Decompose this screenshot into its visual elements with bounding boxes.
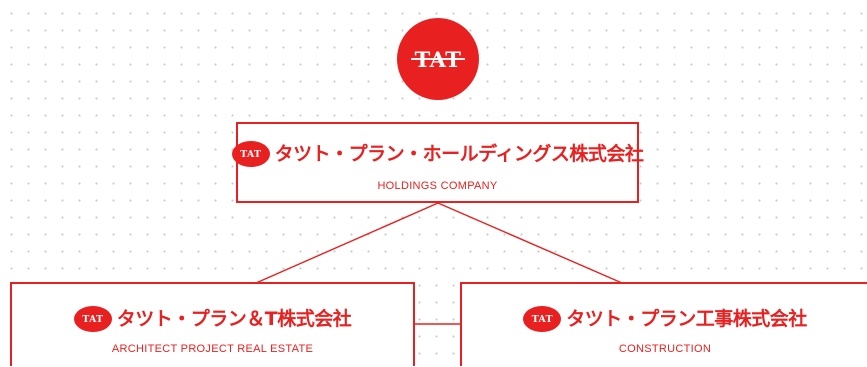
tat-logo-icon: TAT bbox=[523, 306, 562, 332]
architect-company-box: TAT タツト・プラン＆T株式会社 ARCHITECT PROJECT REAL… bbox=[10, 282, 415, 366]
holdings-title-row: TAT タツト・プラン・ホールディングス株式会社 bbox=[231, 141, 644, 167]
architect-company-name: タツト・プラン＆T株式会社 bbox=[116, 307, 352, 330]
tat-logo-text: TAT bbox=[414, 46, 462, 72]
holdings-company-name: タツト・プラン・ホールディングス株式会社 bbox=[274, 142, 644, 165]
connector-holdings-to-construction bbox=[437, 202, 623, 284]
architect-title-row: TAT タツト・プラン＆T株式会社 bbox=[12, 306, 413, 332]
tat-logo-icon-text: TAT bbox=[82, 313, 104, 325]
tat-logo-top: TAT bbox=[397, 18, 479, 100]
construction-title-row: TAT タツト・プラン工事株式会社 bbox=[462, 306, 867, 332]
tat-logo-icon: TAT bbox=[231, 141, 270, 167]
construction-company-box: TAT タツト・プラン工事株式会社 CONSTRUCTION bbox=[460, 282, 867, 366]
connector-holdings-to-architect bbox=[255, 202, 439, 284]
architect-subtitle: ARCHITECT PROJECT REAL ESTATE bbox=[111, 343, 314, 355]
tat-logo-icon-text: TAT bbox=[240, 148, 262, 160]
construction-company-name: タツト・プラン工事株式会社 bbox=[566, 307, 807, 330]
holdings-company-box: TAT タツト・プラン・ホールディングス株式会社 HOLDINGS COMPAN… bbox=[231, 122, 644, 203]
tat-logo-icon: TAT bbox=[73, 306, 112, 332]
holdings-subtitle: HOLDINGS COMPANY bbox=[377, 180, 498, 192]
construction-subtitle: CONSTRUCTION bbox=[618, 343, 712, 355]
tat-logo-icon-text: TAT bbox=[531, 313, 553, 325]
